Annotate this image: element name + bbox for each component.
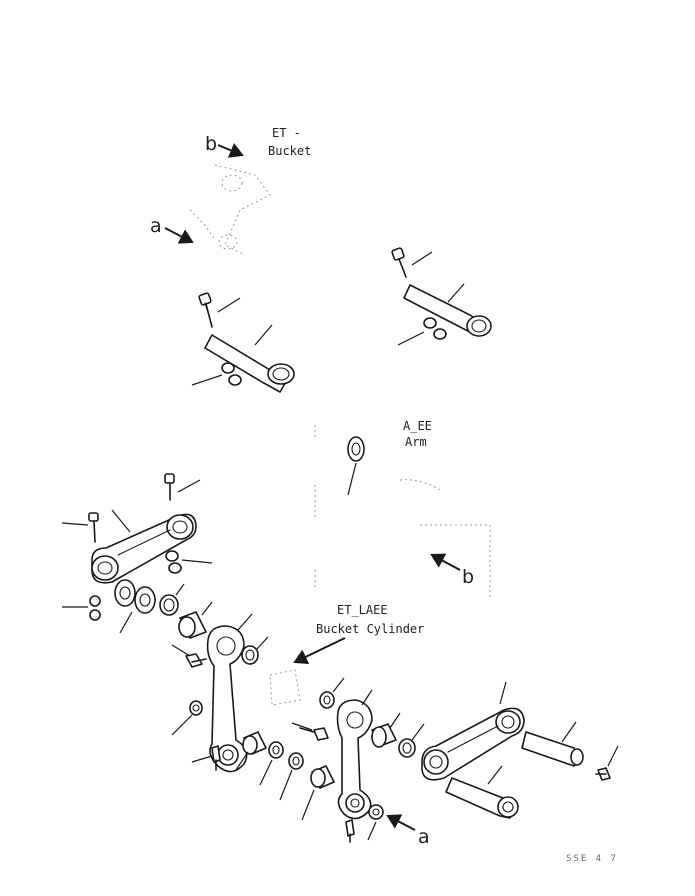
callout-a-top-arrow xyxy=(164,227,194,244)
seal-ring-1 xyxy=(159,594,179,616)
nuts-link-left xyxy=(89,595,101,621)
bucket-ref-label: ET - xyxy=(272,126,301,140)
callout-b-top: b xyxy=(205,133,217,155)
grease-fitting-3 xyxy=(299,727,329,741)
bolt-link-top xyxy=(164,473,175,501)
nut-lower-2 xyxy=(368,804,384,820)
nut-lower-1 xyxy=(189,700,203,716)
arm-label: Arm xyxy=(405,435,427,449)
callout-b-top-arrow xyxy=(217,143,244,158)
shim-rings-left xyxy=(114,579,156,614)
pin-bottom xyxy=(445,777,519,819)
pin-left xyxy=(204,334,295,393)
cylinder-label: Bucket Cylinder xyxy=(316,622,424,636)
nuts-link-right xyxy=(165,550,182,574)
callout-a-bottom: a xyxy=(418,826,430,848)
arm-context-sketch xyxy=(314,425,491,600)
bushing-4 xyxy=(310,765,335,789)
drawing-code: SSE 4 7 xyxy=(566,854,618,864)
nut-washer-right xyxy=(423,317,447,340)
pin-assembly-left xyxy=(191,292,295,393)
bushing-2 xyxy=(242,731,267,755)
bushing-3 xyxy=(371,723,397,748)
cylinder-link-right xyxy=(336,699,373,820)
seal-ring-5 xyxy=(398,738,416,758)
grease-fitting-1 xyxy=(185,653,207,668)
callout-b-mid-arrow xyxy=(430,553,461,571)
bucket-context-sketch xyxy=(189,164,271,256)
bolt-left xyxy=(198,292,213,328)
arm-ref-label: A_EE xyxy=(403,419,432,433)
bolt-right xyxy=(391,247,407,278)
bucket-link-right xyxy=(421,707,525,781)
grease-fitting-4 xyxy=(345,819,355,843)
bushing-1 xyxy=(178,611,207,639)
grease-fitting-2 xyxy=(211,745,221,771)
nut-washer-left xyxy=(221,362,242,386)
grease-fitting-5 xyxy=(595,767,611,781)
cylinder-link-left xyxy=(206,625,248,773)
seal-rings-3 xyxy=(268,741,304,770)
bolt-link-left xyxy=(88,512,99,543)
bucket-link-left xyxy=(91,513,197,584)
callout-a-top: a xyxy=(150,215,162,237)
pin-small-right xyxy=(521,731,584,767)
bucket-label: Bucket xyxy=(268,144,311,158)
cylinder-arrow xyxy=(293,637,346,665)
pin-assembly-right xyxy=(391,247,492,346)
cylinder-ref-label: ET_LAEE xyxy=(337,603,388,617)
seal-ring-4 xyxy=(319,691,335,709)
seal-ring-2 xyxy=(241,645,259,665)
callout-b-mid: b xyxy=(462,566,474,588)
pin-right xyxy=(403,284,492,337)
callout-a-bottom-arrow xyxy=(386,814,416,831)
